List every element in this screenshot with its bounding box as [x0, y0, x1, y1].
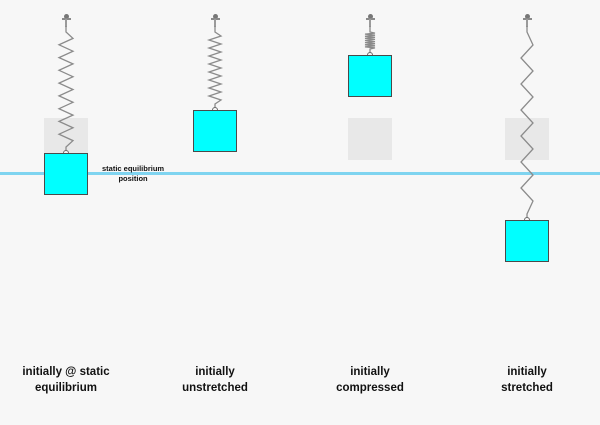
spring-mass-case-initially-at-static-equilibrium: initially @ static equilibrium: [0, 0, 120, 425]
ceiling-anchor-icon: [210, 14, 220, 27]
anchor-stem: [214, 19, 216, 27]
static-equilibrium-line: [0, 172, 600, 175]
case-caption-initially-compressed: initially compressed: [290, 364, 450, 396]
caption-line1: initially: [350, 366, 390, 378]
equilibrium-label-line2: position: [118, 174, 148, 183]
caption-line1: initially @ static: [22, 366, 110, 378]
caption-line1: initially: [195, 366, 235, 378]
caption-line2: equilibrium: [35, 382, 97, 394]
caption-line2: compressed: [336, 382, 404, 394]
spring-mass-case-initially-compressed: initially compressed: [0, 0, 404, 425]
mass-block[interactable]: [505, 220, 549, 262]
equilibrium-label-line1: static equilibrium: [102, 164, 165, 173]
ceiling-anchor-icon: [522, 14, 532, 27]
anchor-cap: [367, 14, 373, 19]
spring-coil: [520, 26, 534, 220]
spring-mass-case-initially-unstretched: initially unstretched: [0, 0, 248, 425]
anchor-stem: [65, 19, 67, 27]
ceiling-anchor-icon: [61, 14, 71, 27]
anchor-cap: [524, 14, 530, 19]
spring-coil: [364, 26, 376, 55]
case-caption-initially-at-static-equilibrium: initially @ static equilibrium: [0, 364, 146, 396]
case-caption-initially-unstretched: initially unstretched: [135, 364, 295, 396]
mass-block[interactable]: [348, 55, 392, 97]
ceiling-anchor-icon: [365, 14, 375, 27]
anchor-stem: [369, 19, 371, 27]
mass-block[interactable]: [44, 153, 88, 195]
spring-mass-case-initially-stretched: initially stretched: [0, 0, 553, 425]
anchor-cap: [212, 14, 218, 19]
caption-line2: stretched: [501, 382, 553, 394]
spring-coil: [57, 26, 75, 153]
anchor-cap: [63, 14, 69, 19]
spring-coil: [206, 26, 224, 110]
ghost-equilibrium-box: [348, 118, 392, 160]
ghost-equilibrium-box: [505, 118, 549, 160]
caption-line1: initially: [507, 366, 547, 378]
case-caption-initially-stretched: initially stretched: [447, 364, 600, 396]
mass-block[interactable]: [193, 110, 237, 152]
anchor-stem: [526, 19, 528, 27]
caption-line2: unstretched: [182, 382, 248, 394]
